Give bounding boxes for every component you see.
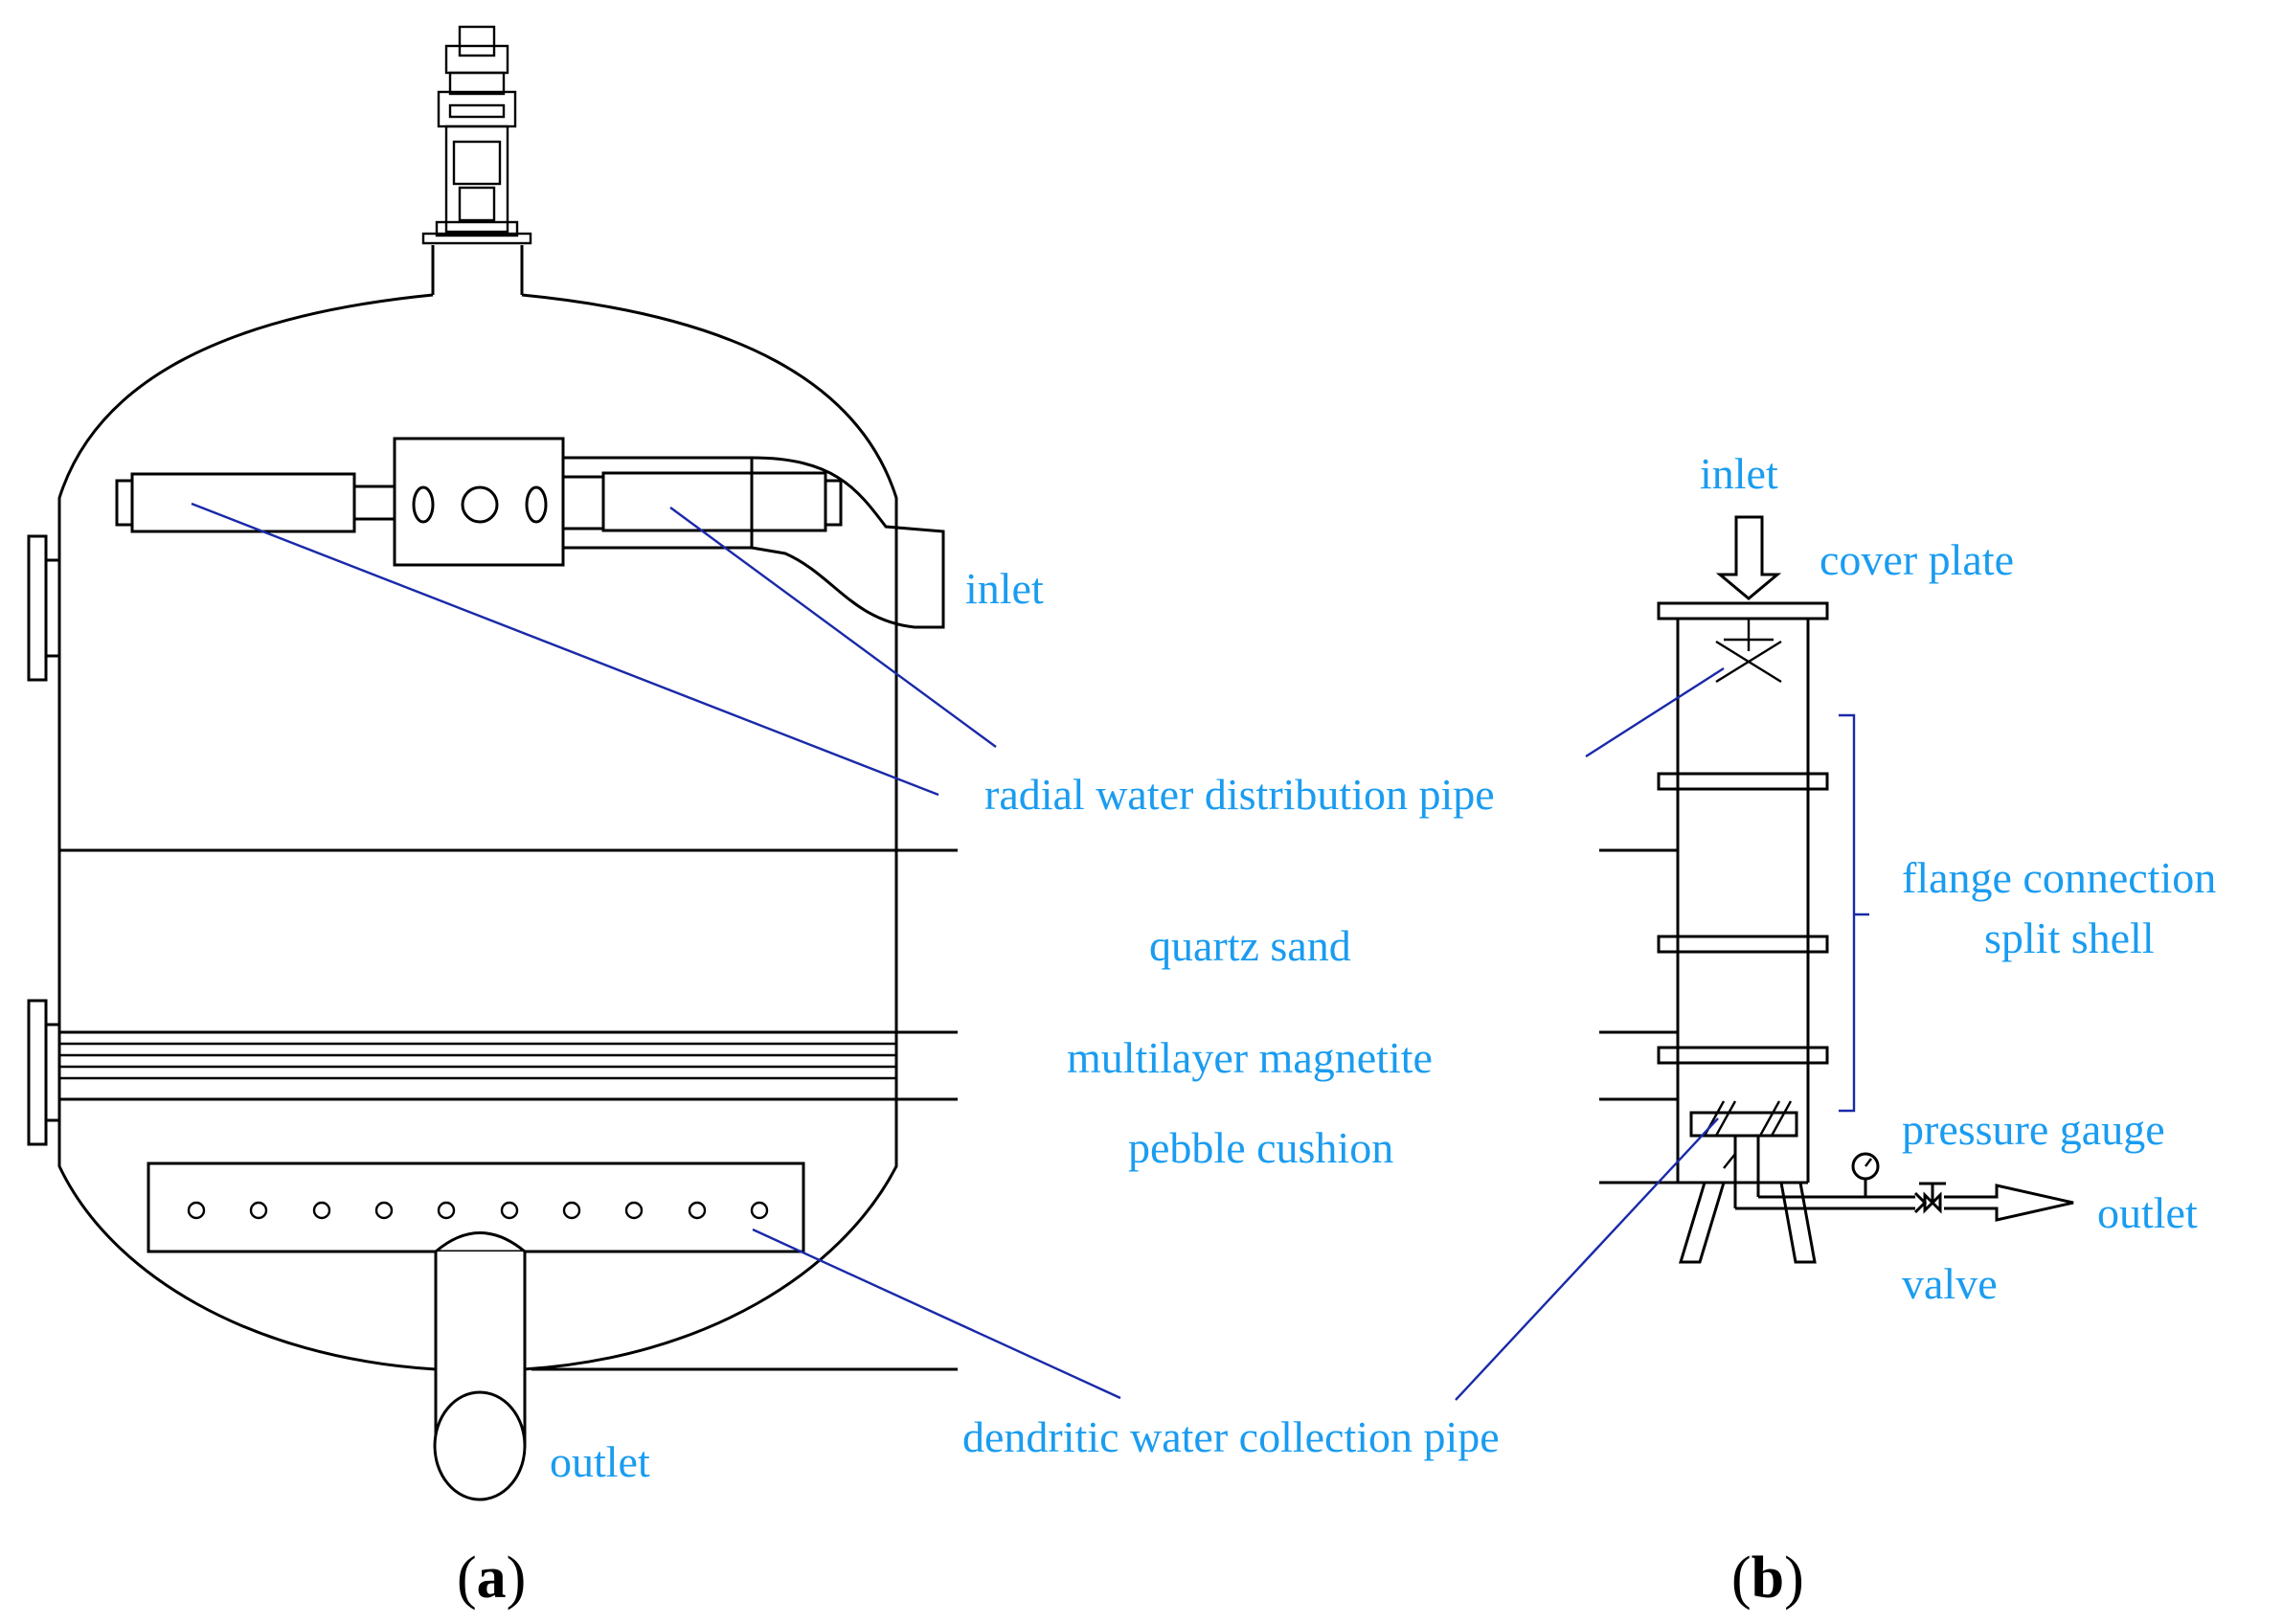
radial-distribution-pipe xyxy=(115,437,843,567)
tank-shell xyxy=(57,293,898,1371)
panel-b-column: inlet cover plate flange connection spli… xyxy=(1455,449,2216,1401)
label-magnetite: multilayer magnetite xyxy=(1067,1033,1433,1082)
side-flange-lower xyxy=(27,999,61,1146)
side-flange-upper xyxy=(27,534,61,682)
collection-plate xyxy=(1689,1100,1798,1183)
flange-bracket xyxy=(1839,713,1869,1113)
label-outlet-a: outlet xyxy=(550,1437,650,1486)
motor-drive xyxy=(421,25,532,295)
label-valve: valve xyxy=(1902,1259,1998,1308)
pressure-gauge-icon xyxy=(1851,1152,1880,1197)
valve-icon xyxy=(1919,1182,1946,1214)
flange-1 xyxy=(1657,772,1829,791)
inlet-pipe xyxy=(751,456,945,629)
label-cover-plate: cover plate xyxy=(1820,535,2014,584)
leader-lines-b xyxy=(1455,666,1725,1401)
dendritic-collection-pipe xyxy=(147,1162,805,1253)
label-split-shell: split shell xyxy=(1984,914,2155,962)
caption-a-close: ) xyxy=(507,1545,527,1611)
flange-2 xyxy=(1657,935,1829,954)
inlet-arrow xyxy=(1715,515,1782,600)
layer-lines xyxy=(59,848,958,1371)
label-dendritic-pipe: dendritic water collection pipe xyxy=(962,1412,1500,1461)
label-outlet-b: outlet xyxy=(2097,1188,2198,1237)
caption-b-close: ) xyxy=(1784,1545,1804,1611)
outlet-piping xyxy=(1733,1183,1928,1214)
support-legs xyxy=(1678,1182,1817,1264)
outlet-pipe xyxy=(433,1231,527,1501)
spray-head xyxy=(1715,619,1782,684)
caption-a: (a) xyxy=(457,1545,526,1611)
caption-b-letter: b xyxy=(1752,1545,1784,1611)
caption-a-open: ( xyxy=(457,1545,477,1611)
label-pebble-cushion: pebble cushion xyxy=(1128,1123,1393,1172)
label-quartz-sand: quartz sand xyxy=(1149,921,1351,970)
outlet-arrow xyxy=(1944,1184,2074,1222)
caption-b-open: ( xyxy=(1731,1545,1752,1611)
label-flange-connection: flange connection xyxy=(1902,853,2216,902)
caption-a-letter: a xyxy=(477,1545,507,1611)
flange-3 xyxy=(1657,1046,1829,1065)
label-inlet-a: inlet xyxy=(965,564,1044,613)
label-inlet-b: inlet xyxy=(1700,449,1778,498)
panel-a-tank: inlet radial water distribution pipe qua… xyxy=(27,25,1500,1501)
caption-b: (b) xyxy=(1731,1545,1804,1611)
cover-plate xyxy=(1657,601,1829,620)
label-radial-pipe: radial water distribution pipe xyxy=(984,770,1495,819)
leader-lines-a xyxy=(191,502,1121,1400)
label-pressure-gauge: pressure gauge xyxy=(1902,1105,2165,1154)
